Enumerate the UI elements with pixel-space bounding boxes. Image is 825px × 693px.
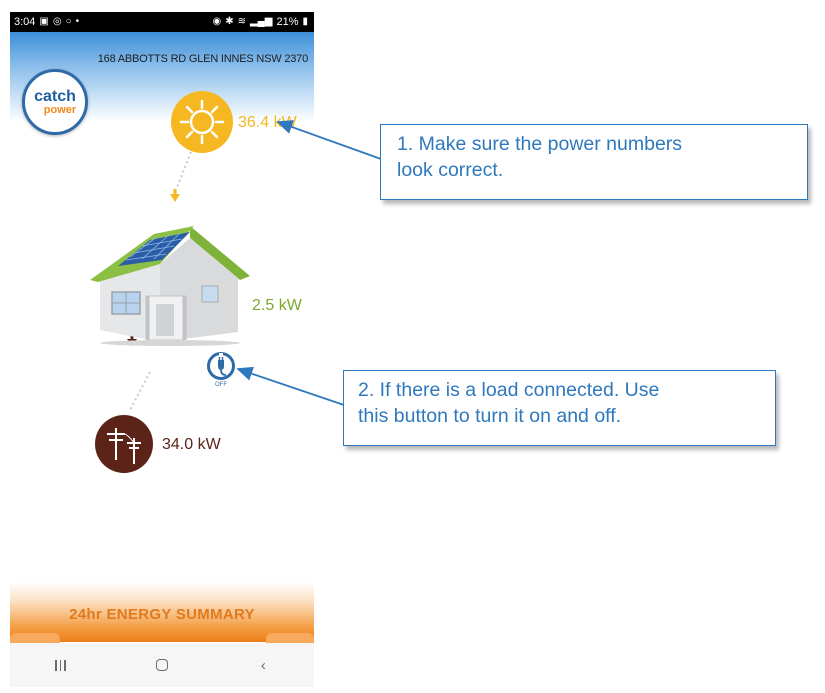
grid-power-value: 34.0 kW xyxy=(162,436,221,453)
callout-2-line-2: this button to turn it on and off. xyxy=(358,405,622,427)
battery-level: 21% xyxy=(276,16,299,28)
power-pole-icon xyxy=(95,415,153,473)
nav-back-icon: ‹ xyxy=(260,656,266,674)
sync-icon: ◎ xyxy=(52,16,62,27)
alarm-icon: ◉ xyxy=(212,16,222,27)
callout-power-numbers: 1. Make sure the power numbers look corr… xyxy=(380,124,808,200)
house-consumption-value: 2.5 kW xyxy=(252,297,302,314)
nav-back-button[interactable]: ‹ xyxy=(243,650,283,680)
solar-power-value: 36.4 kW xyxy=(238,114,297,131)
load-state-label: OFF xyxy=(215,382,227,388)
nav-recents-button[interactable] xyxy=(41,650,81,680)
system-navigation-bar: ‹ xyxy=(10,643,314,687)
gallery-icon: ▣ xyxy=(39,16,49,27)
logo-word-1: catch xyxy=(34,87,76,105)
nav-home-icon xyxy=(155,659,168,671)
nav-home-button[interactable] xyxy=(142,650,182,680)
callout-1-line-2: look correct. xyxy=(397,159,504,181)
callout-2-line-1: 2. If there is a load connected. Use xyxy=(358,379,660,401)
status-time: 3:04 xyxy=(14,16,36,28)
signal-icon: ▂▄▆ xyxy=(249,16,273,27)
load-toggle-button[interactable]: OFF xyxy=(204,351,238,395)
dot-icon: • xyxy=(75,16,80,27)
nav-recents-icon xyxy=(55,659,66,671)
callout-1-line-1: 1. Make sure the power numbers xyxy=(397,133,683,155)
phone-screen: 3:04 ▣ ◎ ○ • ◉ ✱ ≋ ▂▄▆ 21% ▮ 168 ABBOTTS… xyxy=(10,12,314,687)
power-plug-icon xyxy=(207,352,235,380)
arrow-down-icon xyxy=(170,189,180,202)
brand-logo[interactable]: catch power xyxy=(22,69,88,135)
energy-summary-panel[interactable] xyxy=(10,582,314,642)
summary-tab-left xyxy=(10,633,60,643)
site-address: 168 ABBOTTS RD GLEN INNES NSW 2370 xyxy=(97,53,308,65)
search-icon: ○ xyxy=(65,16,72,27)
summary-tab-right xyxy=(266,633,314,643)
sun-icon xyxy=(171,91,233,153)
battery-icon: ▮ xyxy=(302,16,308,27)
house-illustration xyxy=(90,226,250,346)
logo-word-2: power xyxy=(43,103,77,116)
energy-summary-label[interactable]: 24hr ENERGY SUMMARY xyxy=(69,606,255,623)
callout-load-button: 2. If there is a load connected. Use thi… xyxy=(343,370,776,446)
status-bar: 3:04 ▣ ◎ ○ • ◉ ✱ ≋ ▂▄▆ 21% ▮ xyxy=(10,12,314,32)
bluetooth-icon: ✱ xyxy=(225,16,234,27)
wifi-icon: ≋ xyxy=(237,16,246,27)
